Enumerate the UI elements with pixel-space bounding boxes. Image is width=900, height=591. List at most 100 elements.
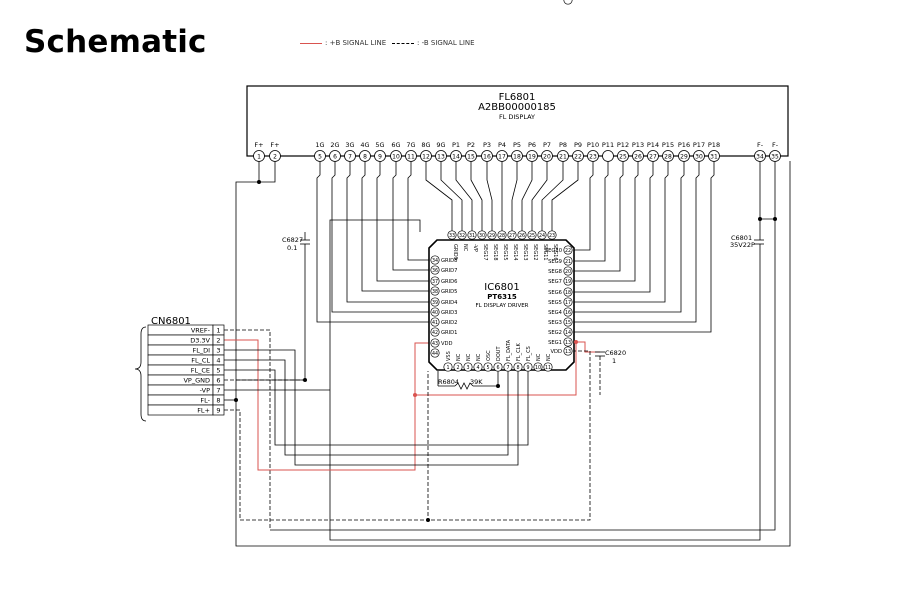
component-labels: C6827 0.1 C6801 35V22P C6820 1 R6804 39K (282, 234, 755, 386)
r6804-value: 39K (470, 378, 483, 386)
ic-top-pin-label: SEG14 (512, 244, 518, 261)
display-pin-label: P11 (602, 141, 614, 149)
ic-top-pin-number: 32 (459, 233, 465, 239)
ic-right-pin-label: SEG8 (548, 269, 562, 275)
ic-bottom-pin-circle (503, 362, 513, 372)
ic-bottom-pin-number: 11 (545, 365, 551, 371)
display-pin-circle (769, 150, 781, 162)
vdd-left-line (414, 342, 431, 395)
display-ref: FL6801 (499, 92, 536, 103)
grid-line (376, 161, 431, 282)
display-pin-circle (754, 150, 766, 162)
ic-left-pin-label: GRID6 (441, 279, 457, 285)
ic-top-pin-circle (547, 230, 557, 240)
ic-right-pin-circle (563, 276, 573, 286)
ic-left-pin-circle (430, 317, 440, 327)
ic-right-pin-label: SEG9 (548, 259, 562, 265)
display-pin-circle (450, 150, 462, 162)
ic-right-pin-number: 14 (565, 330, 571, 336)
grid-line (392, 161, 431, 271)
display-pin-label: P1 (452, 141, 460, 149)
display-pin-number: 12 (422, 153, 430, 160)
grid-line (316, 161, 431, 323)
junction-dot (773, 217, 777, 221)
display-pin-label: P2 (467, 141, 475, 149)
ic-left-pin-label: GRID7 (441, 268, 457, 274)
ic-right-pin-circle (563, 346, 573, 356)
ic-bottom-pin-label: FL_CS (526, 346, 532, 361)
ic-left-pin-number: 40 (432, 310, 438, 316)
ic-left-pin-circle (430, 297, 440, 307)
ic-bottom-pin-circle (523, 362, 533, 372)
junction-dots (234, 180, 777, 522)
junction-dot (413, 393, 417, 397)
ic-top-pin-number: 26 (519, 233, 525, 239)
ic-top-pin-label: SEG18 (492, 244, 498, 261)
display-pin-number: 31 (710, 153, 718, 160)
junction-dot (758, 217, 762, 221)
ic-left-pin-circle (430, 307, 440, 317)
ic-top-pin-number: 27 (509, 233, 515, 239)
connector-ref: CN6801 (151, 316, 191, 327)
display-pin-number: 7 (348, 153, 352, 160)
segment-line (572, 161, 700, 323)
display-pin-label: 9G (436, 141, 445, 149)
display-pin-circle (253, 150, 265, 162)
display-pin-circle (359, 150, 371, 162)
ic-top-pin-circle (517, 230, 527, 240)
ic-right-pin-label: SEG3 (548, 320, 562, 326)
display-pin-number: 15 (467, 153, 475, 160)
display-pin-number: 14 (452, 153, 460, 160)
display-pin-circle (374, 150, 386, 162)
ic-top-pin-number: 25 (529, 233, 535, 239)
segment-line (425, 161, 453, 231)
display-pin-circle (572, 150, 584, 162)
grid-line (407, 161, 431, 261)
display-pin-circle (662, 150, 674, 162)
segment-line (572, 161, 624, 272)
junction-dot (496, 384, 500, 388)
ic-top-pin-circle (527, 230, 537, 240)
segment-line (572, 161, 669, 303)
ic-left-pin-number: 34 (432, 258, 438, 264)
display-pin-circle (511, 150, 523, 162)
display-pin-circle (708, 150, 720, 162)
grid-line (361, 161, 431, 292)
display-pin-circle (390, 150, 402, 162)
display-pin-circle (465, 150, 477, 162)
ic-right-pin-circle (563, 256, 573, 266)
c6820-supply-line (576, 341, 600, 353)
vp-line (329, 219, 761, 541)
ic-left-pin-number: 36 (432, 268, 438, 274)
junction-dot (574, 340, 578, 344)
ic-right-pin-label: SEG5 (548, 300, 562, 306)
display-pin-circle (496, 150, 508, 162)
display-pin-label: 4G (360, 141, 369, 149)
display-pin-circle (632, 150, 644, 162)
c6820-value: 1 (612, 357, 616, 365)
ic-left-pin-circle (430, 286, 440, 296)
segment-line (486, 161, 493, 231)
ic-right-pin-label: SEG10 (545, 248, 562, 254)
ic-bottom-pin-number: 9 (526, 365, 529, 371)
segment-line (572, 161, 715, 333)
ic-top-pin-label: NC (462, 244, 468, 252)
ic-right-pin-circle (563, 317, 573, 327)
ic-right-pin-label: SEG4 (548, 310, 563, 316)
segment-line (541, 161, 564, 231)
display-pin-number: 26 (634, 153, 642, 160)
ic-bottom-pin-circle (463, 362, 473, 372)
connector-pin-label: VP_GND (183, 377, 210, 385)
connector-pin-label: FL+ (197, 407, 210, 415)
display-pin-label: P7 (543, 141, 551, 149)
segment-line (572, 161, 594, 251)
ic-right-pin-number: 17 (565, 300, 571, 306)
ic-bottom-pin-circle (543, 362, 553, 372)
connector-pin-label: FL_DI (192, 347, 210, 355)
r6804-resistor (454, 382, 474, 390)
ic6801-driver: IC6801 PT6315 FL DISPLAY DRIVER (428, 239, 575, 371)
ic-left-pin-label: GRID3 (441, 310, 457, 316)
ic-bottom-pin-number: 7 (506, 365, 509, 371)
